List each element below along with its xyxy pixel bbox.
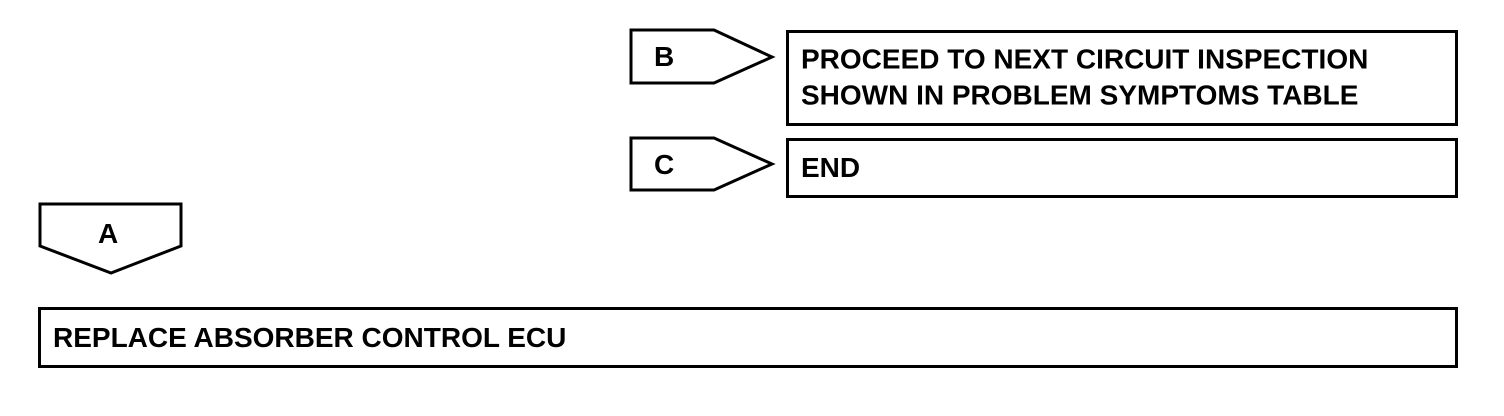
branch-b-result-text: PROCEED TO NEXT CIRCUIT INSPECTION SHOWN…	[801, 42, 1368, 115]
branch-c-tag-shape	[629, 136, 776, 192]
branch-b-result-box: PROCEED TO NEXT CIRCUIT INSPECTION SHOWN…	[786, 30, 1458, 126]
branch-c-label: C	[654, 149, 675, 180]
branch-c-result-text: END	[801, 151, 861, 183]
branch-a-result-text: REPLACE ABSORBER CONTROL ECU	[53, 321, 567, 353]
branch-a-tag-shape	[38, 202, 183, 275]
branch-b-tag-shape	[629, 28, 776, 85]
branch-b-label: B	[654, 41, 675, 72]
branch-b-result-line2: SHOWN IN PROBLEM SYMPTOMS TABLE	[801, 80, 1359, 111]
branch-a-label: A	[98, 218, 119, 249]
branch-b-result-line1: PROCEED TO NEXT CIRCUIT INSPECTION	[801, 43, 1369, 75]
branch-c-result-box: END	[786, 138, 1458, 198]
branch-a-result-box: REPLACE ABSORBER CONTROL ECU	[38, 307, 1458, 368]
